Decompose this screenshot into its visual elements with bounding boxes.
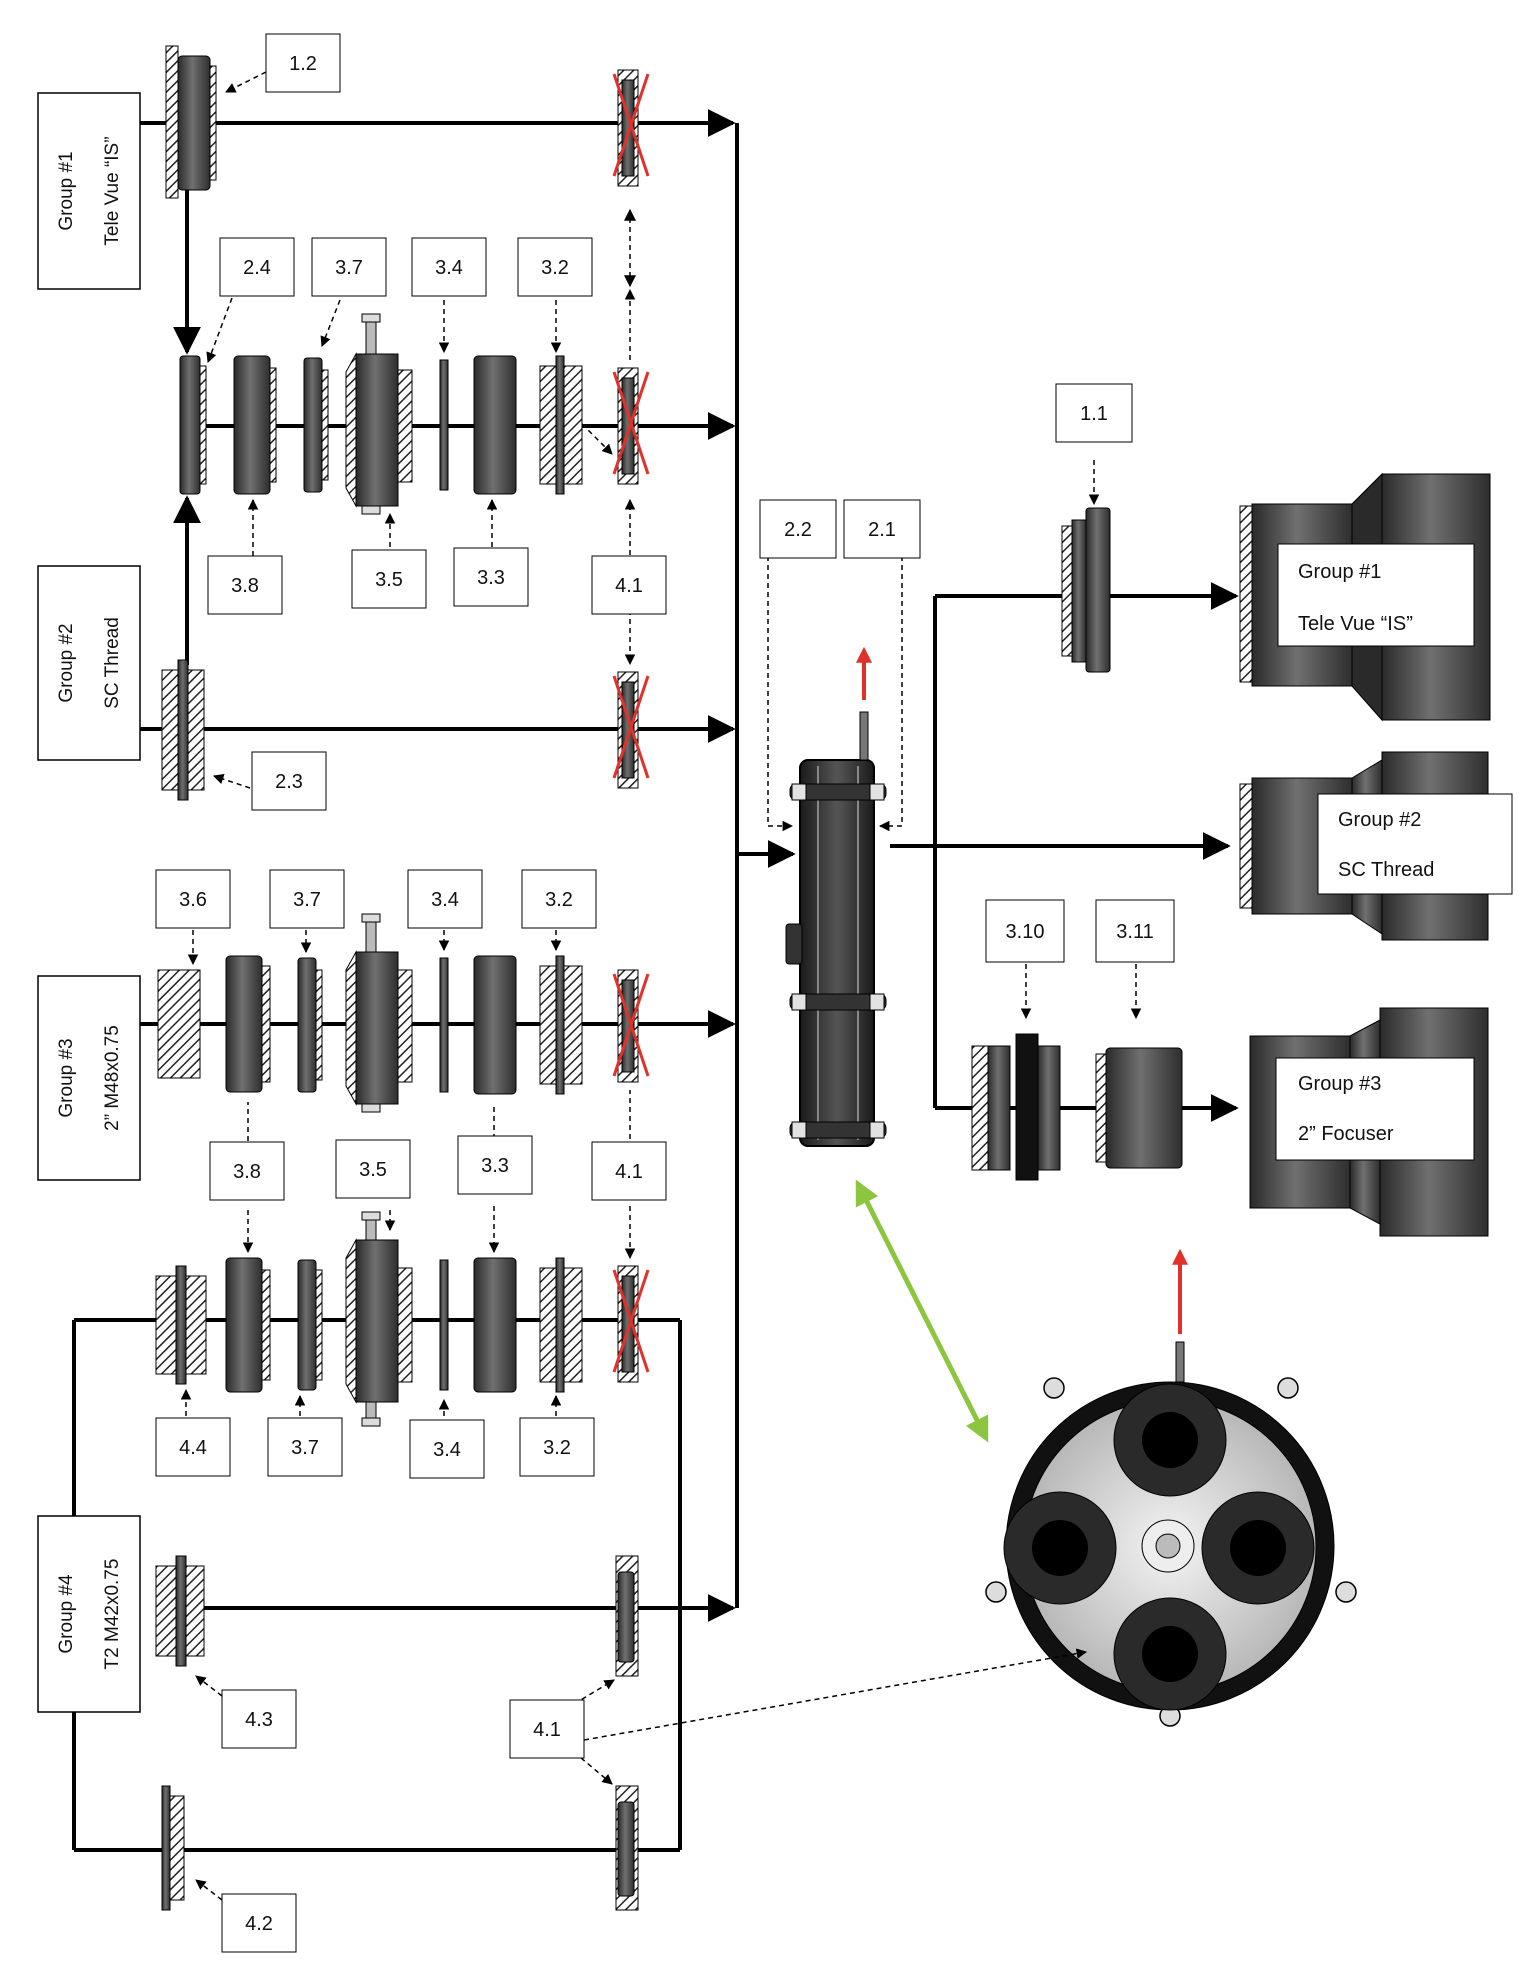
right-adapter-3-11: [1095, 1047, 1183, 1169]
right-adapter-3-10: [971, 1033, 1061, 1181]
green-double-arrow: [855, 1179, 989, 1443]
out3-subtitle: 2” Focuser: [1298, 1123, 1394, 1145]
label-3-7-a: 3.7: [311, 237, 387, 297]
label-3-4-a: 3.4: [411, 237, 487, 297]
out2-subtitle: SC Thread: [1338, 859, 1434, 881]
out1-subtitle: Tele Vue “IS”: [1298, 613, 1413, 635]
svg-text:4.4: 4.4: [179, 1437, 207, 1459]
svg-text:3.11: 3.11: [1116, 921, 1153, 943]
label-3-4-c: 3.4: [409, 1419, 485, 1479]
svg-text:4.1: 4.1: [615, 1161, 643, 1183]
row3-parts: [157, 913, 650, 1113]
svg-text:3.4: 3.4: [433, 1439, 461, 1461]
label-3-8-b: 3.8: [209, 1141, 285, 1201]
out1-title: Group #1: [1298, 561, 1381, 583]
label-2-4: 2.4: [219, 237, 295, 297]
filter-slots: [1003, 1383, 1315, 1711]
group1-subtitle: Tele Vue “IS”: [102, 136, 123, 245]
svg-text:1.2: 1.2: [289, 53, 317, 75]
label-3-7-c: 3.7: [267, 1417, 343, 1477]
label-3-7-b: 3.7: [269, 869, 345, 929]
filter-wheel-side: [785, 646, 887, 1147]
svg-text:4.1: 4.1: [615, 575, 643, 597]
label-3-5-b: 3.5: [335, 1139, 411, 1199]
svg-text:3.5: 3.5: [359, 1159, 387, 1181]
group2-parts: [161, 659, 650, 801]
output-camera-3: Group #3 2” Focuser: [1249, 1007, 1489, 1237]
row1-parts: [179, 313, 650, 515]
label-3-4-b: 3.4: [407, 869, 483, 929]
label-3-3-b: 3.3: [457, 1135, 533, 1195]
svg-text:3.8: 3.8: [233, 1161, 261, 1183]
label-4-2: 4.2: [221, 1893, 297, 1953]
group3-box: Group #3 2” M48x0.75: [37, 975, 141, 1181]
label-3-2-b: 3.2: [521, 869, 597, 929]
label-2-3: 2.3: [251, 751, 327, 811]
label-3-6: 3.6: [155, 869, 231, 929]
label-3-5-a: 3.5: [351, 549, 427, 609]
svg-text:3.3: 3.3: [477, 567, 505, 589]
svg-text:3.4: 3.4: [431, 889, 459, 911]
label-4-1-a: 4.1: [591, 555, 667, 615]
svg-text:2.4: 2.4: [243, 257, 271, 279]
svg-text:2.2: 2.2: [784, 519, 812, 541]
group4-subtitle: T2 M42x0.75: [102, 1559, 123, 1670]
filter-wheel-front: [985, 1248, 1357, 1727]
group2-title: Group #2: [56, 623, 77, 702]
svg-text:3.2: 3.2: [543, 1437, 571, 1459]
svg-text:4.2: 4.2: [245, 1913, 273, 1935]
out2-title: Group #2: [1338, 809, 1421, 831]
svg-text:3.5: 3.5: [375, 569, 403, 591]
row4-parts: [155, 1211, 650, 1427]
label-1-1: 1.1: [1055, 383, 1133, 443]
svg-text:3.7: 3.7: [293, 889, 321, 911]
label-3-2-c: 3.2: [519, 1417, 595, 1477]
label-4-3: 4.3: [221, 1689, 297, 1749]
group1-title: Group #1: [56, 151, 77, 230]
group3-title: Group #3: [56, 1038, 77, 1117]
label-4-4: 4.4: [155, 1417, 231, 1477]
svg-text:2.3: 2.3: [275, 771, 303, 793]
group1-box: Group #1 Tele Vue “IS”: [37, 92, 141, 290]
label-4-1-b: 4.1: [591, 1141, 667, 1201]
svg-text:3.2: 3.2: [545, 889, 573, 911]
svg-text:1.1: 1.1: [1080, 403, 1108, 425]
svg-text:4.1: 4.1: [533, 1719, 561, 1741]
svg-text:3.4: 3.4: [435, 257, 463, 279]
group4-parts: [155, 1555, 639, 1911]
svg-text:2.1: 2.1: [868, 519, 896, 541]
label-3-8-a: 3.8: [207, 555, 283, 615]
group2-box: Group #2 SC Thread: [37, 565, 141, 761]
callout-labels: 1.2 2.4 3.7 3.4 3.2 3.8 3.5 3.3 4.1 2.3 …: [155, 33, 1175, 1953]
out3-title: Group #3: [1298, 1073, 1381, 1095]
label-1-2: 1.2: [265, 33, 341, 93]
label-4-1-c: 4.1: [509, 1699, 585, 1759]
svg-text:3.8: 3.8: [231, 575, 259, 597]
svg-text:3.3: 3.3: [481, 1155, 509, 1177]
label-3-10: 3.10: [985, 899, 1065, 963]
output-camera-1: Group #1 Tele Vue “IS”: [1239, 472, 1491, 722]
label-3-3-a: 3.3: [453, 547, 529, 607]
group-label-boxes: Group #1 Tele Vue “IS” Group #2 SC Threa…: [37, 92, 141, 1713]
svg-text:3.2: 3.2: [541, 257, 569, 279]
svg-text:3.6: 3.6: [179, 889, 207, 911]
svg-text:3.7: 3.7: [291, 1437, 319, 1459]
right-adapter-1-1: [1061, 507, 1111, 673]
leader-lines: [180, 71, 1142, 1901]
svg-text:3.7: 3.7: [335, 257, 363, 279]
group4-title: Group #4: [56, 1574, 77, 1654]
svg-text:3.10: 3.10: [1006, 921, 1045, 943]
svg-text:4.3: 4.3: [245, 1709, 273, 1731]
label-2-2: 2.2: [759, 499, 837, 559]
group4-box: Group #4 T2 M42x0.75: [37, 1515, 141, 1713]
group1-parts: [165, 45, 650, 199]
output-camera-2: Group #2 SC Thread: [1239, 751, 1513, 941]
label-3-11: 3.11: [1095, 899, 1175, 963]
label-3-2-a: 3.2: [517, 237, 593, 297]
group2-subtitle: SC Thread: [102, 617, 123, 709]
label-2-1: 2.1: [843, 499, 921, 559]
group3-subtitle: 2” M48x0.75: [102, 1025, 123, 1131]
